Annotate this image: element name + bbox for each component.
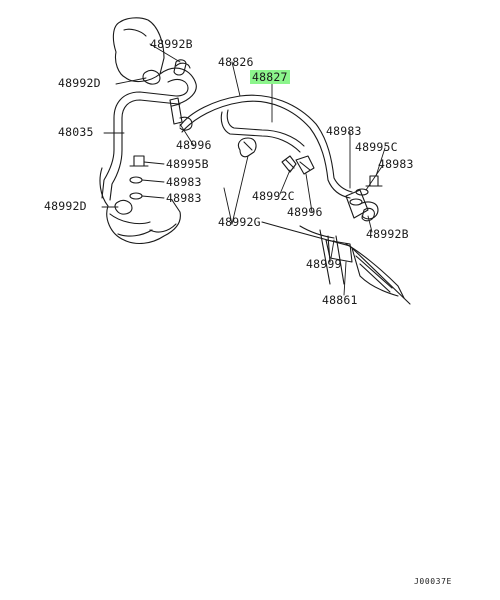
label-48983-a: 48983 xyxy=(166,175,202,189)
label-48992D-bottom: 48992D xyxy=(44,199,87,213)
label-48992C: 48992C xyxy=(252,189,295,203)
label-48992B-right: 48992B xyxy=(366,227,409,241)
label-48995B: 48995B xyxy=(166,157,209,171)
label-48996-right: 48996 xyxy=(287,205,323,219)
label-48827-highlight: 48827 xyxy=(250,70,290,84)
label-48827: 48827 xyxy=(250,70,290,84)
hose-48035 xyxy=(101,62,197,201)
hose-48826 xyxy=(179,94,353,199)
diagram-code: J00037E xyxy=(414,577,452,586)
leader-lines xyxy=(101,43,386,296)
label-48992B-top: 48992B xyxy=(150,37,193,51)
engine-outline xyxy=(99,17,181,245)
label-48995C: 48995C xyxy=(355,140,398,154)
label-48983-b: 48983 xyxy=(166,191,202,205)
label-48861: 48861 xyxy=(322,293,358,307)
label-48992G: 48992G xyxy=(218,215,261,229)
label-48983-right: 48983 xyxy=(326,124,362,138)
fittings xyxy=(114,59,383,263)
label-48826: 48826 xyxy=(218,55,254,69)
label-48996-left: 48996 xyxy=(176,138,212,152)
label-48035: 48035 xyxy=(58,125,94,139)
label-48992D-top: 48992D xyxy=(58,76,101,90)
label-48999: 48999 xyxy=(306,257,342,271)
label-48983-right2: 48983 xyxy=(378,157,414,171)
